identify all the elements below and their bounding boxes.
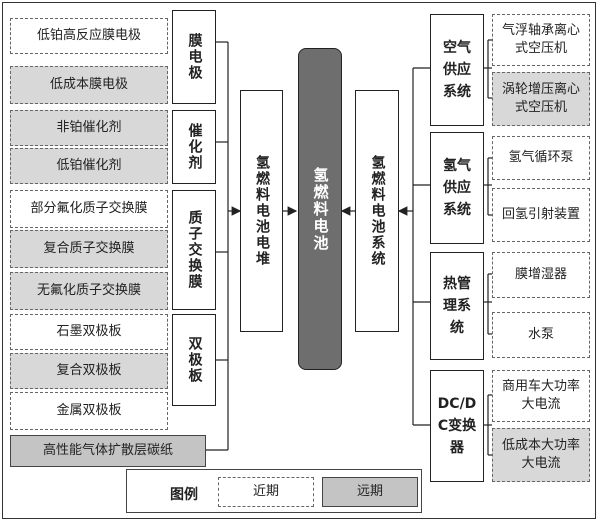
category-air-supply: 空气供应系统 [430, 14, 484, 126]
item-metal-bipolar-plate: 金属双极板 [10, 392, 168, 430]
item-turbo-compressor: 涡轮增压离心式空压机 [492, 72, 590, 126]
item-fluorine-free-pem: 无氟化质子交换膜 [10, 272, 168, 310]
category-mea: 膜电极 [172, 10, 216, 104]
legend-long-term: 远期 [322, 477, 418, 507]
item-composite-pem: 复合质子交换膜 [10, 230, 168, 268]
fuel-cell-system: 氢燃料电池系统 [355, 90, 399, 332]
item-hydrogen-recirculation-pump: 氢气循环泵 [492, 136, 590, 180]
legend [126, 469, 422, 513]
fuel-cell-stack: 氢燃料电池电堆 [240, 90, 283, 332]
legend-title: 图例 [170, 487, 198, 503]
item-membrane-humidifier: 膜增湿器 [492, 252, 590, 298]
item-water-pump: 水泵 [492, 312, 590, 358]
category-bipolar-plate: 双极板 [172, 314, 216, 406]
category-hydrogen-supply: 氢气供应系统 [430, 132, 484, 244]
legend-near-term: 近期 [218, 477, 314, 507]
category-dcdc-converter: DC/DC变换器 [430, 370, 484, 482]
item-composite-bipolar-plate: 复合双极板 [10, 353, 168, 389]
diagram-frame [2, 2, 596, 519]
category-thermal-management: 热管理系统 [430, 252, 484, 360]
item-commercial-high-power: 商用车大功率大电流 [492, 370, 590, 422]
item-hydrogen-ejector: 回氢引射装置 [492, 188, 590, 242]
item-low-pt-catalyst: 低铂催化剂 [10, 148, 168, 184]
hydrogen-fuel-cell-center: 氢燃料电池 [298, 48, 342, 370]
item-gas-diffusion-carbon-paper: 高性能气体扩散层碳纸 [10, 435, 206, 467]
item-partial-fluorinated-pem: 部分氟化质子交换膜 [10, 190, 168, 228]
category-pem: 质子交换膜 [172, 190, 216, 310]
item-low-cost-high-power: 低成本大功率大电流 [492, 428, 590, 482]
item-non-pt-catalyst: 非铂催化剂 [10, 110, 168, 146]
item-air-bearing-compressor: 气浮轴承离心式空压机 [492, 14, 590, 66]
item-low-cost-mea: 低成本膜电极 [10, 66, 168, 104]
category-catalyst: 催化剂 [172, 110, 216, 184]
item-graphite-bipolar-plate: 石墨双极板 [10, 314, 168, 350]
item-low-pt-high-reaction-mea: 低铂高反应膜电极 [10, 18, 168, 54]
